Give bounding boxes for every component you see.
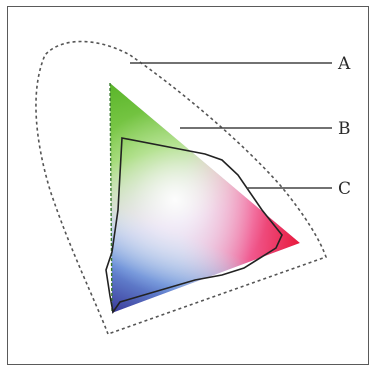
label-a: A [337, 54, 351, 74]
device-gamut-outline [105, 137, 283, 315]
gamut-triangle-left-edge [109, 82, 113, 314]
spectral-locus-outline [35, 40, 328, 336]
label-b: B [338, 119, 351, 139]
label-c: C [338, 179, 351, 199]
gamut-triangle [110, 83, 300, 313]
